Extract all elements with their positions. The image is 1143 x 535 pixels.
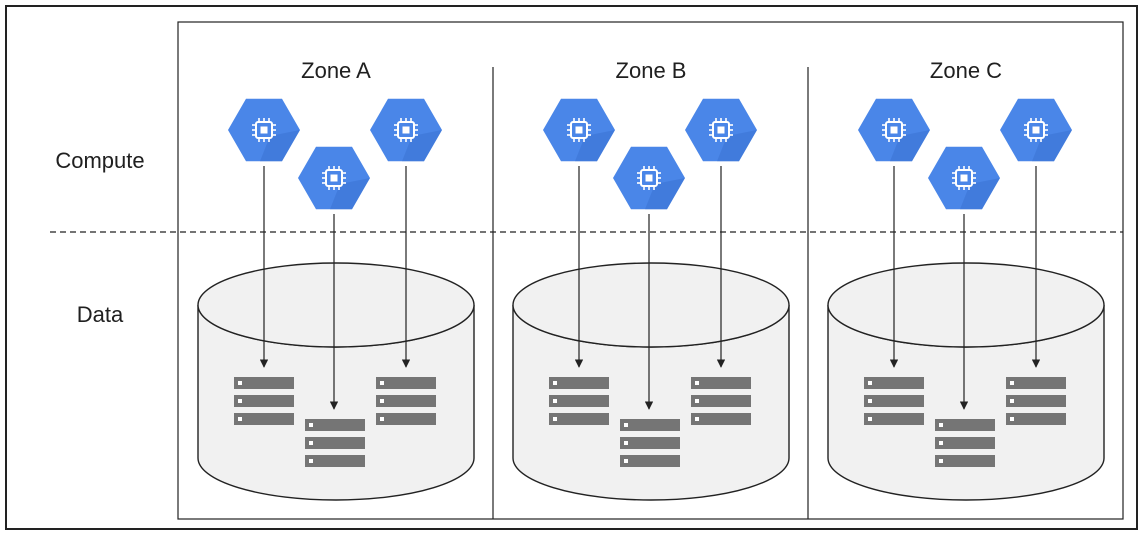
compute-engine-icon bbox=[228, 98, 300, 162]
row-label-data: Data bbox=[77, 302, 124, 327]
server-stack-icon bbox=[376, 377, 436, 425]
server-stack-icon bbox=[691, 377, 751, 425]
compute-engine-icon bbox=[685, 98, 757, 162]
server-stack-icon bbox=[620, 419, 680, 467]
compute-engine-icon bbox=[543, 98, 615, 162]
compute-engine-icon bbox=[858, 98, 930, 162]
compute-engine-icon bbox=[370, 98, 442, 162]
zone-group bbox=[197, 98, 475, 501]
zones-container bbox=[177, 21, 1124, 520]
zones-layer bbox=[197, 98, 1105, 501]
zone-group bbox=[827, 98, 1105, 501]
row-label-compute: Compute bbox=[55, 148, 144, 173]
server-stack-icon bbox=[234, 377, 294, 425]
zone-title-c: Zone C bbox=[930, 58, 1002, 83]
zone-group bbox=[512, 98, 790, 501]
zone-title-a: Zone A bbox=[301, 58, 371, 83]
outer-frame bbox=[5, 5, 1138, 530]
zone-title-b: Zone B bbox=[616, 58, 687, 83]
compute-engine-icon bbox=[613, 146, 685, 210]
server-stack-icon bbox=[935, 419, 995, 467]
server-stack-icon bbox=[864, 377, 924, 425]
compute-engine-icon bbox=[1000, 98, 1072, 162]
server-stack-icon bbox=[549, 377, 609, 425]
server-stack-icon bbox=[305, 419, 365, 467]
server-stack-icon bbox=[1006, 377, 1066, 425]
compute-engine-icon bbox=[298, 146, 370, 210]
compute-engine-icon bbox=[928, 146, 1000, 210]
